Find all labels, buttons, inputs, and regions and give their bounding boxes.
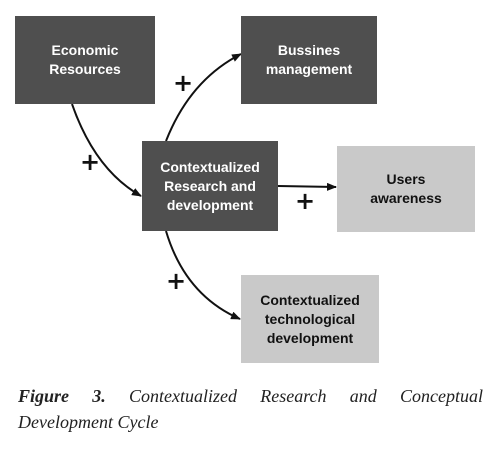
plus-sign-rd-to-tech: + — [166, 267, 187, 295]
box-label-line: development — [266, 329, 354, 346]
plus-sign-rd-to-business: + — [173, 69, 194, 97]
business-management-box: Bussines management — [241, 16, 377, 104]
economic-resources-box: Economic Resources — [15, 16, 155, 104]
technological-development-box: Contextualized technological development — [241, 275, 379, 363]
arrow-econ-to-rd — [71, 103, 142, 197]
box-label-line: technological — [264, 310, 356, 327]
figure-caption: Figure 3. Contextualized Research and Co… — [18, 383, 483, 435]
users-awareness-box: Users awareness — [337, 146, 475, 232]
figure-label: Figure 3. — [18, 386, 106, 406]
box-label-line: awareness — [370, 190, 442, 206]
plus-sign-rd-to-users: + — [295, 187, 316, 215]
plus-sign-econ-to-rd: + — [80, 148, 101, 176]
arrows-layer — [71, 53, 337, 320]
arrow-rd-to-users — [277, 182, 337, 191]
box-label-line: Users — [386, 171, 426, 187]
arrow-rd-to-tech — [165, 230, 241, 320]
contextualized-rd-box: Contextualized Research and development — [142, 141, 278, 231]
box-label-line: Economic — [51, 42, 119, 58]
cycle-diagram: Economic Resources Bussines management C… — [15, 16, 475, 363]
box-label-line: Contextualized — [260, 291, 360, 308]
box-label-line: Bussines — [277, 42, 341, 58]
arrow-rd-to-business — [165, 53, 242, 142]
box-label-line: management — [265, 61, 353, 77]
box-label-line: development — [166, 196, 254, 213]
box-label-line: Research and — [164, 177, 256, 194]
box-label-line: Resources — [49, 61, 121, 77]
figure-caption-text: Contextualized Research and Conceptual D… — [18, 386, 484, 432]
box-label-line: Contextualized — [160, 158, 260, 175]
